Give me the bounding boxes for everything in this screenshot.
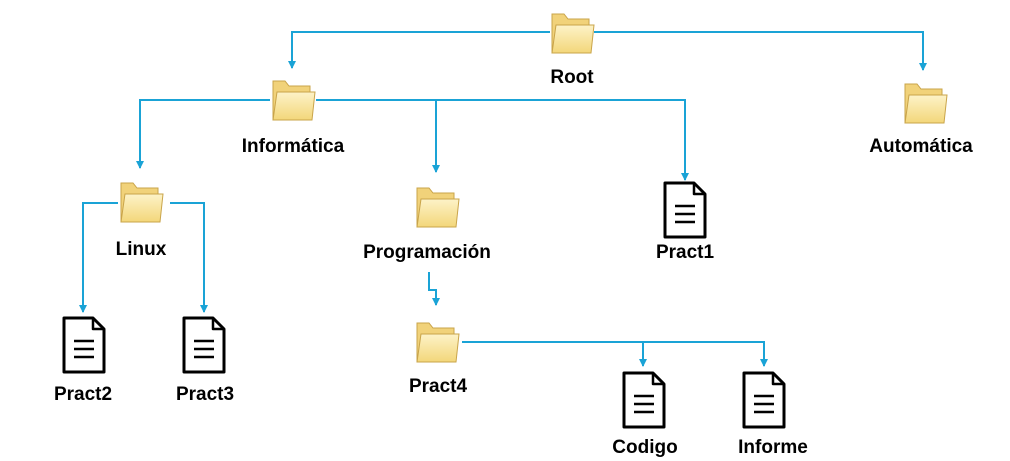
- node-label: Root: [550, 67, 594, 88]
- file-icon: [663, 181, 707, 239]
- node-informe[interactable]: Informe: [738, 371, 808, 458]
- node-label: Pract3: [176, 384, 234, 405]
- node-label: Pract2: [54, 384, 112, 405]
- node-label: Programación: [363, 242, 491, 263]
- edge-root-informatica: [288, 31, 550, 69]
- node-label: Pract1: [656, 242, 715, 263]
- node-label: Informática: [242, 136, 345, 157]
- connectors: [79, 31, 927, 367]
- edge-informatica-linux: [136, 99, 270, 169]
- edge-root-automatica: [594, 31, 927, 71]
- folder-icon: [416, 187, 460, 228]
- node-root[interactable]: Root: [550, 13, 595, 88]
- node-label: Pract4: [409, 376, 468, 397]
- edge-pract4-codigo: [462, 341, 647, 367]
- file-icon: [622, 371, 666, 429]
- file-icon: [182, 316, 226, 374]
- node-label: Linux: [116, 239, 167, 260]
- node-programacion[interactable]: Programación: [363, 187, 491, 263]
- edge-informatica-pract1: [316, 99, 689, 181]
- edge-linux-pract3: [170, 202, 208, 313]
- folder-icon: [416, 322, 460, 363]
- node-label: Automática: [869, 136, 973, 157]
- node-pract3[interactable]: Pract3: [176, 316, 234, 405]
- node-pract1[interactable]: Pract1: [656, 181, 715, 263]
- node-pract2[interactable]: Pract2: [54, 316, 112, 405]
- node-pract4[interactable]: Pract4: [409, 322, 468, 397]
- node-automatica[interactable]: Automática: [869, 83, 973, 157]
- file-icon: [742, 371, 786, 429]
- folder-icon: [551, 13, 595, 54]
- node-codigo[interactable]: Codigo: [612, 371, 678, 458]
- node-label: Informe: [738, 437, 808, 458]
- node-informatica[interactable]: Informática: [242, 80, 345, 157]
- node-linux[interactable]: Linux: [116, 182, 167, 260]
- folder-icon: [904, 83, 948, 124]
- edge-linux-pract2: [79, 202, 118, 313]
- folder-icon: [120, 182, 164, 223]
- node-label: Codigo: [612, 437, 677, 458]
- edge-programacion-pract4: [428, 272, 440, 306]
- edge-pract4-informe: [643, 341, 768, 367]
- folder-icon: [272, 80, 316, 121]
- file-icon: [62, 316, 106, 374]
